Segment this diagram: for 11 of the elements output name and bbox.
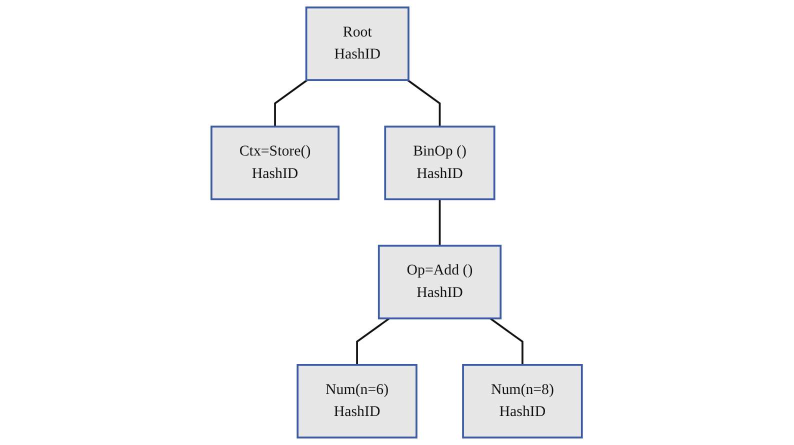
node-box: Op=Add () HashID <box>378 244 502 320</box>
node-box: Num(n=8) HashID <box>462 364 584 438</box>
node-box: BinOp () HashID <box>384 126 496 200</box>
node-box: Root HashID <box>306 6 410 81</box>
node-box: Ctx=Store() HashID <box>210 126 340 200</box>
connector <box>490 318 524 365</box>
node-box: Num(n=6) HashID <box>297 364 418 438</box>
connector <box>356 318 390 365</box>
connector <box>407 79 441 127</box>
connector <box>274 79 308 127</box>
connector <box>439 199 441 246</box>
